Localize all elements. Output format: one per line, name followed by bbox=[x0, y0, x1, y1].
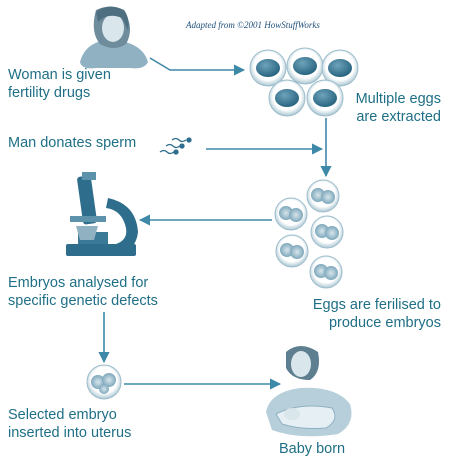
inserted-label: Selected embryo inserted into uterus bbox=[8, 406, 131, 442]
woman-label: Woman is given fertility drugs bbox=[8, 66, 111, 102]
woman-icon bbox=[80, 6, 148, 68]
eggs-label-line1: Multiple eggs bbox=[356, 90, 441, 108]
sperm-label-line1: Man donates sperm bbox=[8, 134, 136, 152]
inserted-label-line1: Selected embryo bbox=[8, 406, 131, 424]
analysed-label-line2: specific genetic defects bbox=[8, 292, 158, 310]
single-embryo-icon bbox=[87, 365, 121, 399]
eggs-label: Multiple eggs are extracted bbox=[356, 90, 441, 126]
embryo-cells-icon bbox=[275, 180, 343, 288]
egg-cells-icon bbox=[250, 48, 358, 116]
microscope-icon bbox=[66, 172, 138, 256]
analysed-label-line1: Embryos analysed for bbox=[8, 274, 158, 292]
credit-text: Adapted from ©2001 HowStuffWorks bbox=[186, 20, 320, 30]
inserted-label-line2: inserted into uterus bbox=[8, 424, 131, 442]
sperm-icon bbox=[160, 138, 191, 154]
fertilised-label-line2: produce embryos bbox=[313, 314, 441, 332]
baby-label-line1: Baby born bbox=[279, 440, 345, 458]
sperm-label: Man donates sperm bbox=[8, 134, 136, 152]
eggs-label-line2: are extracted bbox=[356, 108, 441, 126]
fertilised-label-line1: Eggs are ferilised to bbox=[313, 296, 441, 314]
woman-label-line2: fertility drugs bbox=[8, 84, 111, 102]
woman-label-line1: Woman is given bbox=[8, 66, 111, 84]
baby-label: Baby born bbox=[279, 440, 345, 458]
mother-baby-icon bbox=[266, 346, 352, 436]
analysed-label: Embryos analysed for specific genetic de… bbox=[8, 274, 158, 310]
fertilised-label: Eggs are ferilised to produce embryos bbox=[313, 296, 441, 332]
